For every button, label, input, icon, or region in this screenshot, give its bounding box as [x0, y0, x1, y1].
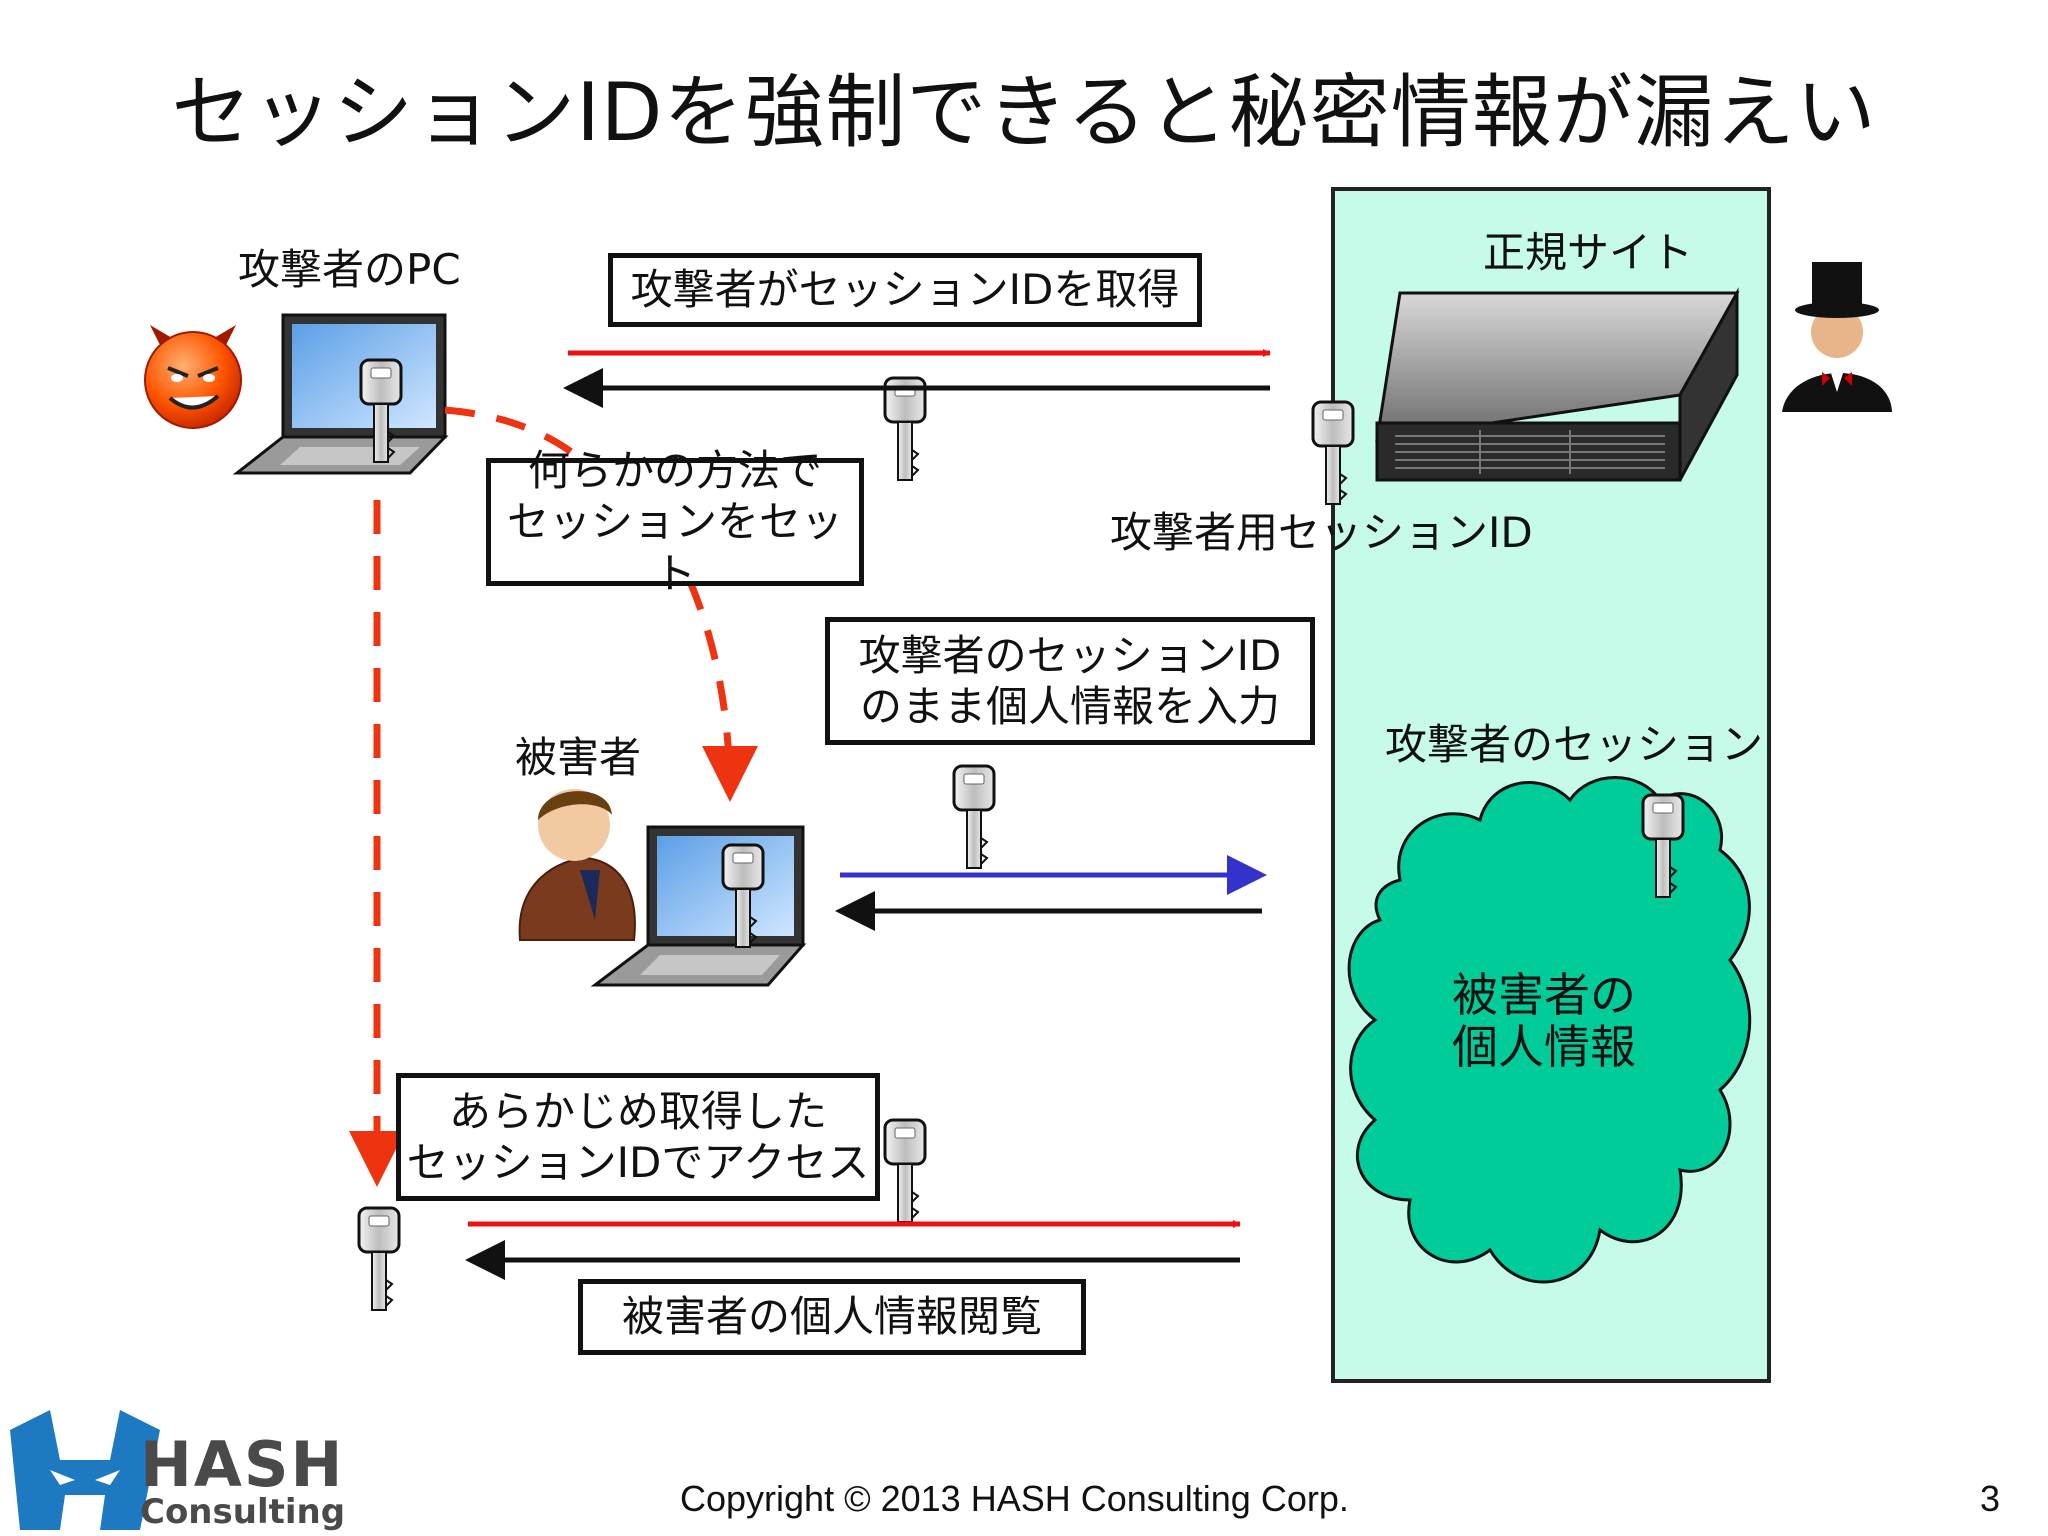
view-info-box: 被害者の個人情報閲覧: [578, 1279, 1086, 1355]
key-icon: [1311, 400, 1355, 505]
hash-logo-icon: [10, 1410, 160, 1530]
attacker-session-id-label: 攻撃者用セッションID: [1110, 508, 1533, 557]
input-info-text-line2: のまま個人情報を入力: [859, 682, 1280, 731]
copyright: Copyright © 2013 HASH Consulting Corp.: [680, 1478, 1349, 1519]
victim-info-label-line1: 被害者の: [1452, 968, 1636, 1022]
victim-info-label-line2: 個人情報: [1452, 1020, 1636, 1074]
page-number: 3: [1980, 1478, 2001, 1519]
access-text-line2: セッションIDでアクセス: [406, 1138, 870, 1187]
key-icon: [357, 1206, 401, 1311]
logo-text-hash: HASH: [140, 1428, 345, 1501]
key-icon: [721, 843, 765, 948]
access-box: あらかじめ取得した セッションIDでアクセス: [396, 1073, 880, 1201]
victim-label: 被害者: [515, 733, 642, 782]
victim-person-icon: [518, 789, 636, 941]
attacker-pc-label: 攻撃者のPC: [238, 245, 461, 294]
logo-text-consulting: Consulting: [140, 1492, 346, 1532]
slide-title: セッションIDを強制できると秘密情報が漏えい: [171, 66, 1877, 159]
get-session-box: 攻撃者がセッションIDを取得: [608, 253, 1202, 327]
set-session-text-line2: セッションをセット: [506, 497, 843, 598]
server-icon: [1375, 287, 1740, 482]
set-session-box: 何らかの方法で セッションをセット: [486, 446, 864, 598]
attacker-session-label: 攻撃者のセッション: [1385, 720, 1764, 769]
key-icon: [952, 764, 996, 869]
set-session-text-line1: 何らかの方法で: [527, 446, 822, 496]
session-cloud: [1347, 776, 1752, 1284]
key-icon: [359, 358, 403, 463]
key-icon: [883, 1118, 927, 1223]
get-session-text: 攻撃者がセッションIDを取得: [630, 265, 1180, 315]
key-icon: [1641, 793, 1685, 898]
devil-icon: [144, 325, 242, 429]
key-icon: [883, 376, 927, 481]
attacker-laptop-icon: [232, 313, 449, 475]
access-text-line1: あらかじめ取得した: [448, 1086, 827, 1136]
legit-site-label: 正規サイト: [1483, 228, 1694, 277]
site-admin-icon: [1782, 262, 1892, 412]
input-info-box: 攻撃者のセッションID のまま個人情報を入力: [825, 617, 1315, 745]
view-info-text: 被害者の個人情報閲覧: [621, 1292, 1042, 1342]
input-info-text-line1: 攻撃者のセッションID: [858, 630, 1282, 680]
